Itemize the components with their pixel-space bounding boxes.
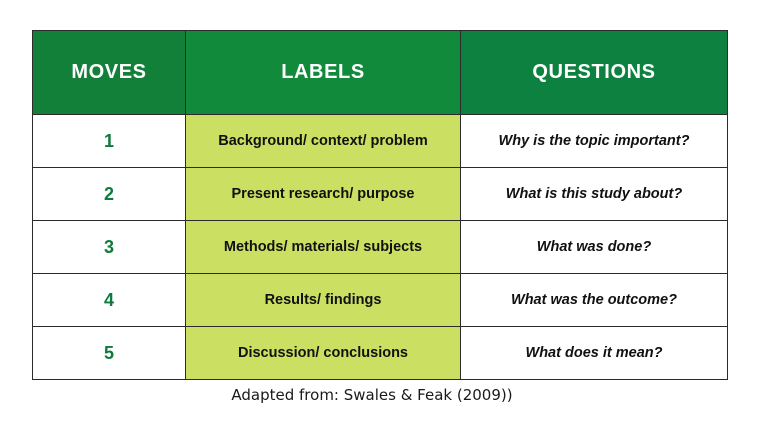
- move-question: What is this study about?: [460, 167, 728, 221]
- move-number: 5: [32, 326, 186, 380]
- move-label: Methods/ materials/ subjects: [185, 220, 461, 274]
- move-number: 4: [32, 273, 186, 327]
- move-number: 2: [32, 167, 186, 221]
- move-question: Why is the topic important?: [460, 114, 728, 168]
- table-row: 4 Results/ findings What was the outcome…: [32, 273, 728, 327]
- column-header-questions: QUESTIONS: [460, 30, 728, 115]
- moves-labels-questions-table: MOVES LABELS QUESTIONS 1 Background/ con…: [32, 30, 728, 380]
- move-label: Results/ findings: [185, 273, 461, 327]
- move-question: What does it mean?: [460, 326, 728, 380]
- table-row: 5 Discussion/ conclusions What does it m…: [32, 326, 728, 380]
- move-label: Present research/ purpose: [185, 167, 461, 221]
- table-row: 3 Methods/ materials/ subjects What was …: [32, 220, 728, 274]
- move-number: 3: [32, 220, 186, 274]
- column-header-moves: MOVES: [32, 30, 186, 115]
- move-label: Discussion/ conclusions: [185, 326, 461, 380]
- table-row: 1 Background/ context/ problem Why is th…: [32, 114, 728, 168]
- move-question: What was the outcome?: [460, 273, 728, 327]
- column-header-labels: LABELS: [185, 30, 461, 115]
- table-row: 2 Present research/ purpose What is this…: [32, 167, 728, 221]
- table-body: 1 Background/ context/ problem Why is th…: [32, 114, 728, 380]
- move-question: What was done?: [460, 220, 728, 274]
- source-caption: Adapted from: Swales & Feak (2009)): [231, 386, 513, 404]
- move-label: Background/ context/ problem: [185, 114, 461, 168]
- table-header: MOVES LABELS QUESTIONS: [32, 30, 728, 115]
- table-header-row: MOVES LABELS QUESTIONS: [32, 30, 728, 115]
- move-number: 1: [32, 114, 186, 168]
